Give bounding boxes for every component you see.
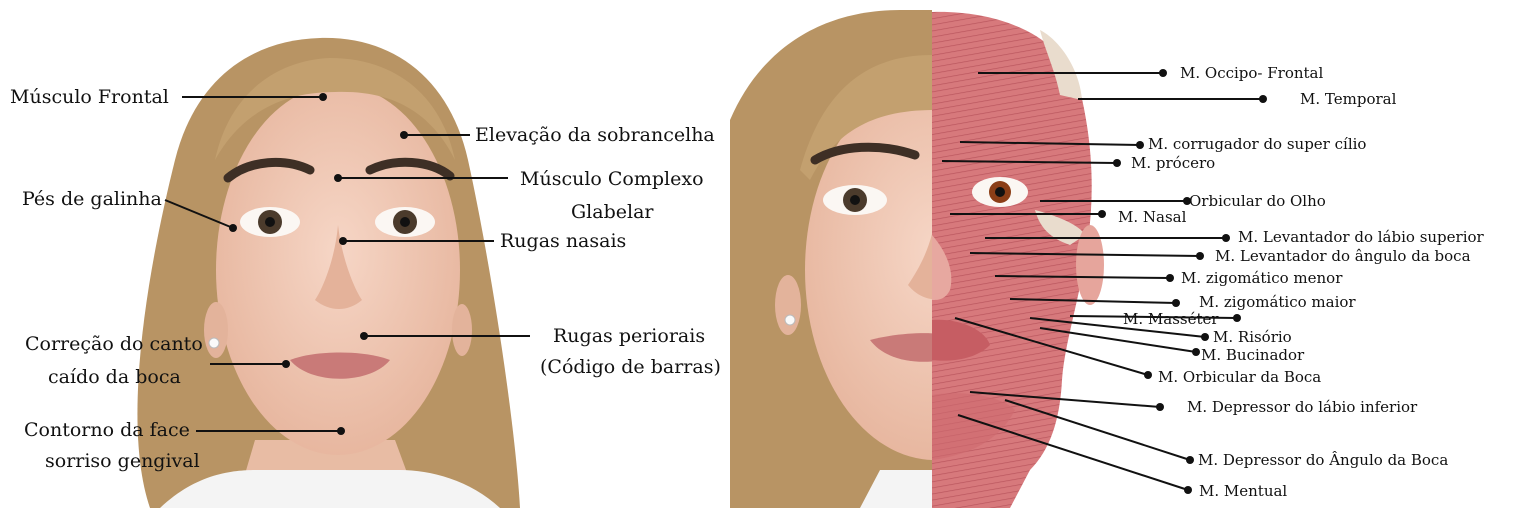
label-corrugador: M. corrugador do super cílio (1148, 135, 1366, 153)
label-bucinador: M. Bucinador (1201, 346, 1305, 364)
label-musculo-frontal: Músculo Frontal (10, 86, 169, 108)
label-levantador-labio: M. Levantador do lábio superior (1238, 228, 1485, 246)
label-complexo-glabelar-line2: Glabelar (571, 201, 654, 223)
left-face-photo (137, 38, 520, 508)
label-orbicular-boca: M. Orbicular da Boca (1158, 368, 1321, 386)
label-zigomatico-maior: M. zigomático maior (1199, 293, 1356, 311)
label-rugas-periorais-line1: Rugas periorais (553, 325, 705, 347)
label-nasal: M. Nasal (1118, 208, 1187, 226)
label-elevacao-sobrancelha: Elevação da sobrancelha (475, 124, 715, 146)
label-orbicular-olho: Orbicular do Olho (1189, 192, 1326, 210)
label-risorio: M. Risório (1213, 328, 1292, 346)
label-depressor-angulo: M. Depressor do Ângulo da Boca (1198, 451, 1448, 469)
label-contorno-face-line1: Contorno da face (24, 419, 190, 441)
label-occipo-frontal: M. Occipo- Frontal (1180, 64, 1324, 82)
label-depressor-labio: M. Depressor do lábio inferior (1187, 398, 1418, 416)
label-levantador-angulo: M. Levantador do ângulo da boca (1215, 247, 1471, 265)
label-complexo-glabelar-line1: Músculo Complexo (520, 168, 704, 190)
label-canto-boca-line1: Correção do canto (25, 333, 203, 355)
label-canto-boca-line2: caído da boca (48, 366, 181, 388)
label-temporal: M. Temporal (1300, 90, 1397, 108)
label-pes-de-galinha: Pés de galinha (22, 188, 162, 210)
label-masseter: M. Masséter (1123, 310, 1219, 328)
label-rugas-nasais: Rugas nasais (500, 230, 626, 252)
label-mentual: M. Mentual (1199, 482, 1287, 500)
label-procero: M. prócero (1131, 154, 1215, 172)
label-zigomatico-menor: M. zigomático menor (1181, 269, 1343, 287)
label-rugas-periorais-line2: (Código de barras) (540, 356, 721, 378)
label-contorno-face-line2: sorriso gengival (45, 450, 200, 472)
